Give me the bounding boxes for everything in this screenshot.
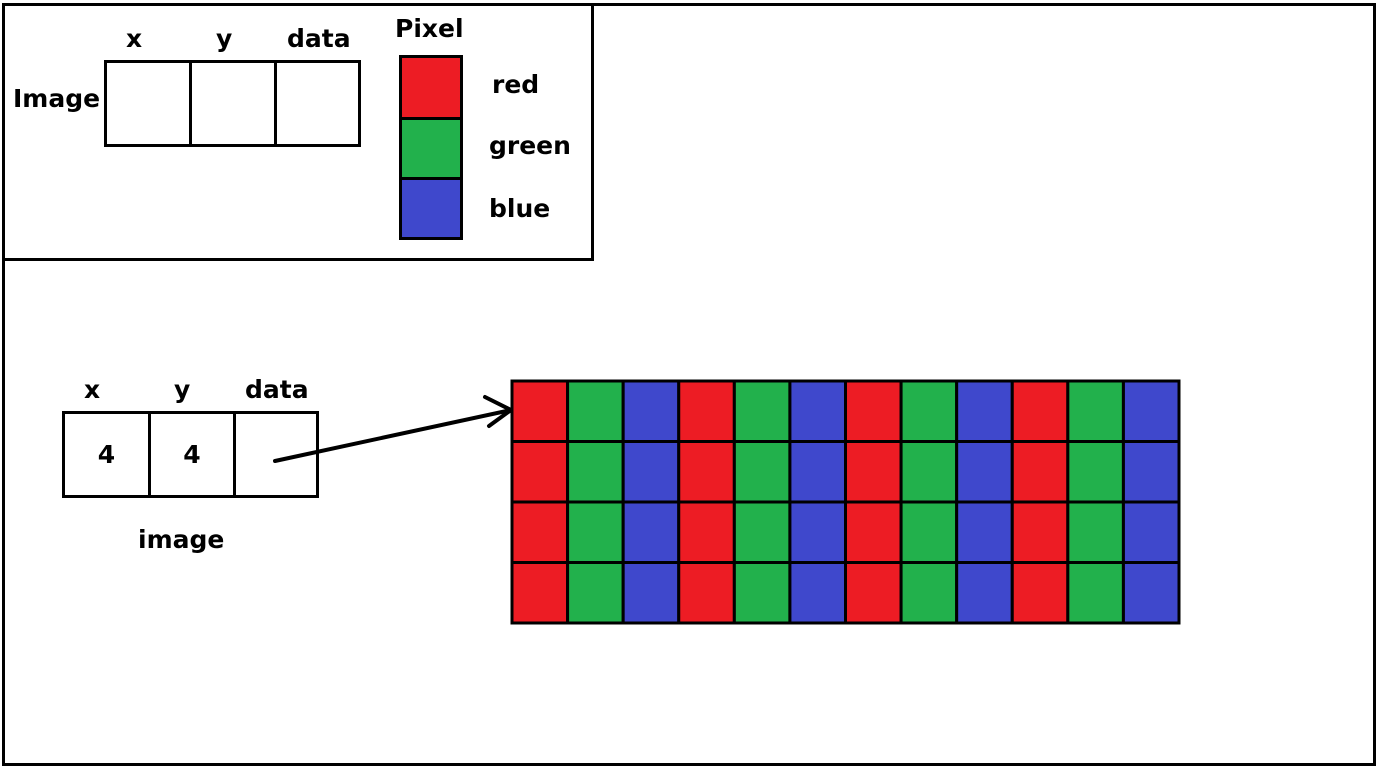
legend-field-y-cell	[189, 60, 277, 147]
instance-field-x-label: x	[84, 375, 101, 404]
legend-field-data-cell	[274, 60, 361, 147]
legend-field-data-label: data	[287, 24, 351, 53]
pixel-green-label: green	[489, 131, 571, 160]
legend-field-y-label: y	[216, 24, 233, 53]
instance-data-cell	[233, 411, 319, 498]
instance-name-label: image	[138, 525, 225, 554]
pixel-green-swatch	[399, 117, 463, 180]
pixel-blue-label: blue	[489, 194, 551, 223]
pixel-blue-swatch	[399, 177, 463, 240]
legend-field-x-label: x	[126, 24, 143, 53]
legend-box	[2, 3, 594, 261]
pixel-red-label: red	[492, 70, 540, 99]
instance-field-data-label: data	[245, 375, 309, 404]
legend-field-x-cell	[104, 60, 192, 147]
instance-x-cell: 4	[62, 411, 151, 498]
pixel-red-swatch	[399, 55, 463, 120]
struct-name-label: Image	[13, 84, 101, 113]
instance-field-y-label: y	[174, 375, 191, 404]
diagram-frame	[2, 3, 1376, 766]
pixel-title: Pixel	[395, 14, 464, 43]
instance-y-cell: 4	[148, 411, 236, 498]
